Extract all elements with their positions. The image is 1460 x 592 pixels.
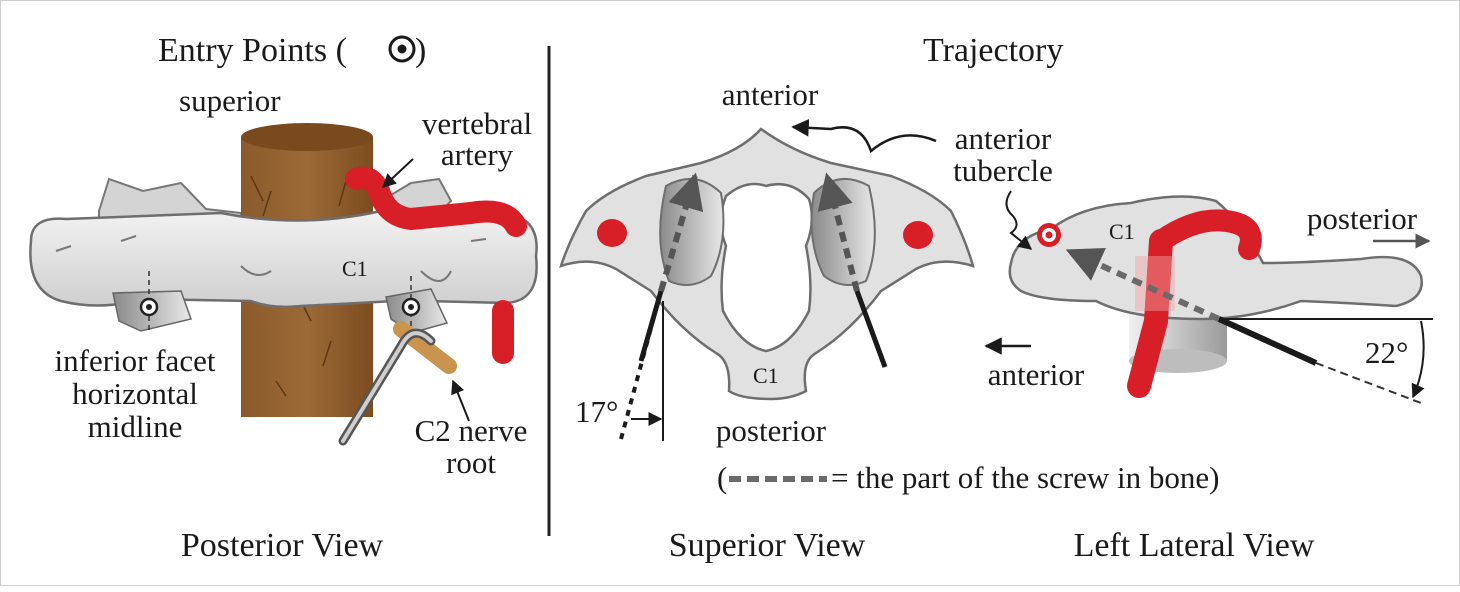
entry-points-title-text: Entry Points ( — [158, 32, 347, 69]
lateral-entry-target-icon — [1037, 223, 1061, 247]
lateral-view-label: Left Lateral View — [1074, 527, 1315, 564]
anterior-tubercle-pointer — [791, 119, 937, 154]
entry-points-title: Entry Points ( ) — [158, 32, 426, 69]
lateral-trajectory-extension — [1315, 362, 1422, 404]
entry-point-right-icon — [401, 297, 421, 317]
spinal-canal — [719, 182, 814, 353]
superior-view-illustration — [559, 127, 975, 441]
label-inferior-facet-line2: horizontal — [72, 376, 198, 411]
legend-open-paren: ( — [717, 460, 727, 495]
vertebral-artery-loop — [1150, 209, 1262, 260]
entry-point-left-icon — [139, 297, 159, 317]
legend-text: = the part of the screw in bone) — [831, 460, 1219, 495]
label-c1-lateral: C1 — [1109, 219, 1135, 244]
label-superior: superior — [179, 83, 281, 118]
vertebral-artery-foramen-right — [903, 221, 933, 249]
vertebral-artery-vessel — [345, 166, 527, 237]
label-c1-superior: C1 — [753, 363, 779, 388]
label-c2-nerve-line1: C2 nerve — [415, 413, 528, 448]
label-angle-17: 17° — [575, 394, 618, 429]
label-anterior-tubercle-line2: tubercle — [953, 153, 1053, 188]
screw-left-shaft — [638, 290, 664, 362]
label-anterior-lateral: anterior — [988, 357, 1085, 392]
c1-posterior-arch — [29, 209, 538, 309]
label-inferior-facet-line1: inferior facet — [55, 343, 216, 378]
lateral-view-illustration — [984, 190, 1433, 404]
screw-legend: ( = the part of the screw in bone) — [717, 460, 1219, 495]
superior-view-label: Superior View — [669, 527, 866, 564]
label-posterior-superior: posterior — [716, 413, 827, 448]
label-posterior-lateral: posterior — [1307, 201, 1418, 236]
screw-right-in-bone — [817, 172, 860, 292]
tubercle-curly-pointer — [1005, 190, 1033, 250]
screw-right-shaft — [854, 290, 888, 368]
label-vertebral-artery-line2: artery — [441, 137, 514, 172]
c1-lateral-outline — [1008, 195, 1423, 321]
screw-left-outside — [619, 290, 663, 440]
posterior-view-label: Posterior View — [181, 527, 384, 564]
label-angle-22: 22° — [1365, 335, 1408, 370]
entry-points-title-close: ) — [415, 32, 426, 69]
trajectory-title: Trajectory — [923, 32, 1063, 69]
screw-left-in-bone — [658, 172, 704, 292]
vertebral-artery-foramen-left — [597, 219, 627, 247]
lateral-screw-in-bone — [1065, 247, 1221, 322]
angle-22-arc — [1411, 320, 1425, 399]
label-c1-posterior: C1 — [342, 256, 368, 281]
label-inferior-facet-line3: midline — [88, 409, 183, 444]
dural-sac-top — [241, 123, 373, 151]
label-anterior-superior: anterior — [722, 77, 819, 112]
label-c2-nerve-line2: root — [446, 445, 496, 480]
vertebral-artery-descending — [1127, 229, 1173, 398]
label-anterior-tubercle-line1: anterior — [955, 121, 1052, 156]
posterior-view-illustration — [29, 123, 538, 446]
lateral-screw-shaft — [1217, 316, 1318, 366]
label-vertebral-artery-line1: vertebral — [422, 106, 532, 141]
entry-point-symbol-icon — [388, 35, 416, 63]
